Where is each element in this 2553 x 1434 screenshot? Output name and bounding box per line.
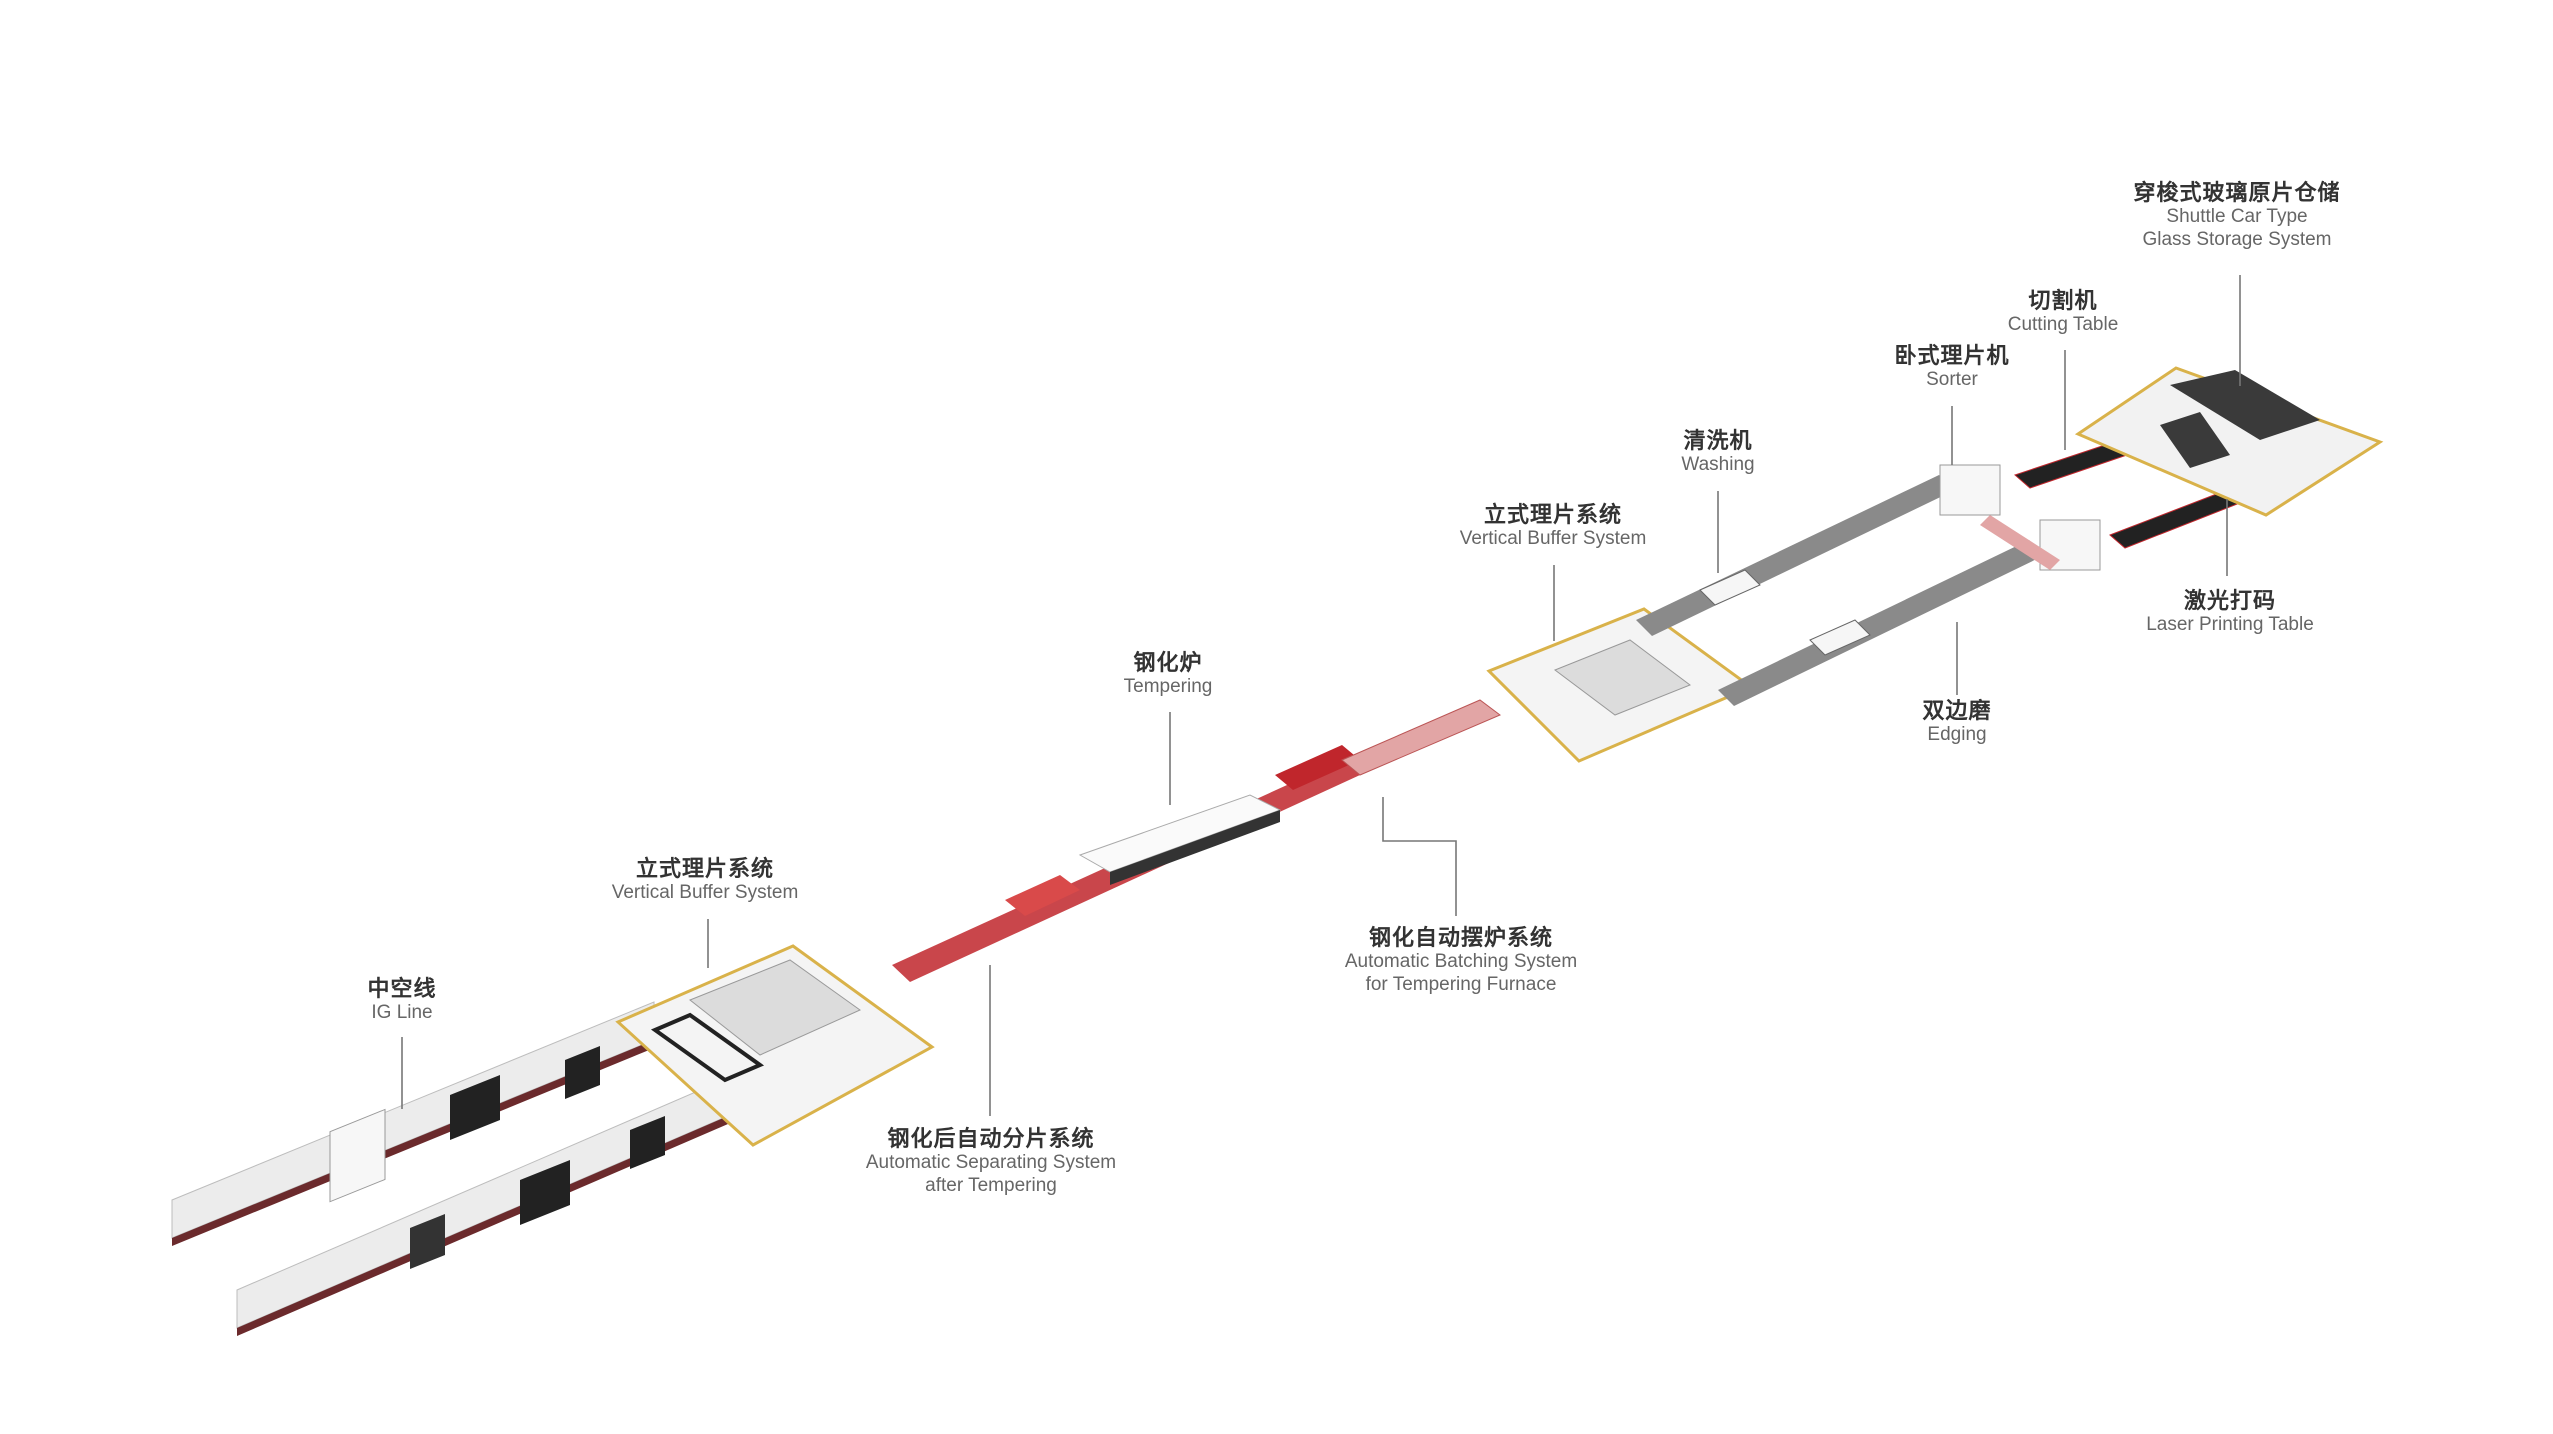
label-buffer-top-en: Vertical Buffer System <box>1459 528 1647 550</box>
label-separating: 钢化后自动分片系统 Automatic Separating System af… <box>866 1126 1116 1198</box>
label-edging-cn: 双边磨 <box>1922 698 1992 723</box>
label-laser-en: Laser Printing Table <box>2146 614 2314 636</box>
label-separating-en1: Automatic Separating System <box>865 1152 1117 1174</box>
leader-batching <box>1382 797 1457 916</box>
label-edging-en: Edging <box>1927 724 1987 746</box>
label-ig-line-en: IG Line <box>371 1002 433 1024</box>
label-buffer-top-cn: 立式理片系统 <box>1483 502 1622 527</box>
label-batching: 钢化自动摆炉系统 Automatic Batching System for T… <box>1345 925 1577 997</box>
label-cutting: 切割机 Cutting Table <box>2008 288 2119 337</box>
edging-line <box>1718 540 2045 706</box>
label-tempering-cn: 钢化炉 <box>1133 650 1203 675</box>
label-separating-en2: after Tempering <box>925 1175 1057 1197</box>
label-batching-cn: 钢化自动摆炉系统 <box>1368 925 1554 950</box>
label-laser: 激光打码 Laser Printing Table <box>2146 588 2314 637</box>
label-buffer-top: 立式理片系统 Vertical Buffer System <box>1460 502 1647 551</box>
washing-line <box>1636 475 1955 636</box>
sorter-machine <box>1939 464 2101 571</box>
ig-line-lower <box>236 1077 729 1336</box>
label-batching-en2: for Tempering Furnace <box>1365 974 1557 996</box>
label-storage-en2: Glass Storage System <box>2142 229 2332 251</box>
label-sorter-en: Sorter <box>1926 369 1978 391</box>
label-buffer-bottom-cn: 立式理片系统 <box>635 856 774 881</box>
tempering-furnace <box>1078 794 1282 885</box>
label-washing: 清洗机 Washing <box>1681 428 1754 477</box>
label-batching-en1: Automatic Batching System <box>1344 951 1578 973</box>
ig-line-upper <box>171 1001 655 1246</box>
label-sorter: 卧式理片机 Sorter <box>1894 343 2009 392</box>
label-ig-line-cn: 中空线 <box>367 976 437 1001</box>
label-storage-cn: 穿梭式玻璃原片仓储 <box>2133 180 2341 205</box>
label-storage-en1: Shuttle Car Type <box>2166 206 2308 228</box>
label-tempering-en: Tempering <box>1123 676 1213 698</box>
label-washing-en: Washing <box>1681 454 1755 476</box>
label-separating-cn: 钢化后自动分片系统 <box>887 1126 1095 1151</box>
label-edging: 双边磨 Edging <box>1922 698 1991 747</box>
vertical-buffer-bottom-machine <box>615 944 935 1147</box>
label-sorter-cn: 卧式理片机 <box>1894 343 2010 368</box>
glass-storage-system <box>2074 366 2384 517</box>
label-storage: 穿梭式玻璃原片仓储 Shuttle Car Type Glass Storage… <box>2133 180 2340 252</box>
vertical-buffer-top-machine <box>1486 607 1755 763</box>
label-cutting-cn: 切割机 <box>2028 288 2098 313</box>
label-buffer-bottom-en: Vertical Buffer System <box>611 882 799 904</box>
label-washing-cn: 清洗机 <box>1683 428 1753 453</box>
label-laser-cn: 激光打码 <box>2183 588 2276 613</box>
label-cutting-en: Cutting Table <box>2007 314 2119 336</box>
leader-lines <box>401 275 2241 1116</box>
batching-conveyor <box>1341 699 1501 776</box>
label-ig-line: 中空线 IG Line <box>367 976 436 1025</box>
label-buffer-bottom: 立式理片系统 Vertical Buffer System <box>612 856 799 905</box>
label-tempering: 钢化炉 Tempering <box>1124 650 1213 699</box>
